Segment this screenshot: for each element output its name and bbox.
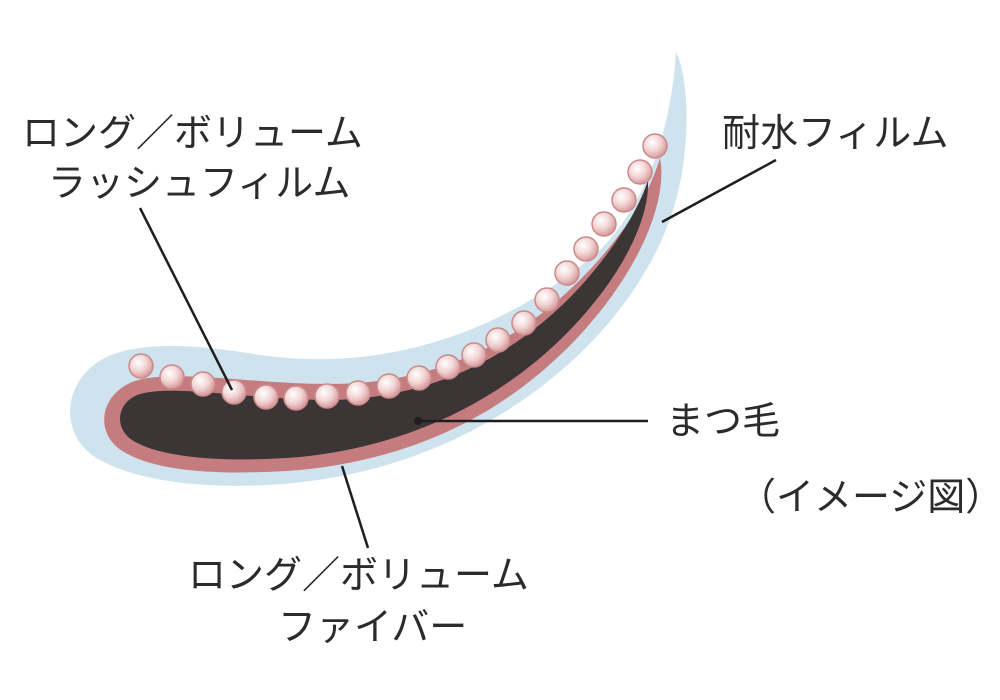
eyelash-leader-dot — [414, 417, 422, 425]
lash-film-bead — [190, 371, 216, 397]
lash-film-leader-line — [138, 207, 234, 391]
lash-film-bead — [534, 287, 560, 313]
lash-film-bead — [376, 373, 402, 399]
waterproof-film-leader-line — [661, 158, 777, 224]
lash-film-bead — [642, 133, 668, 159]
lash-film-bead — [406, 365, 432, 391]
lash-film-bead — [128, 353, 154, 379]
lash-film-bead — [591, 211, 617, 237]
eyelash-core-shape — [120, 180, 649, 460]
lash-film-bead — [159, 364, 185, 390]
lash-film-bead — [573, 236, 599, 262]
lash-film-bead — [283, 385, 309, 411]
lash-film-bead — [345, 380, 371, 406]
fiber-label-line1: ロング／ボリューム — [188, 553, 529, 597]
eyelash-label: まつ毛 — [666, 399, 780, 443]
lash-film-label-line2: ラッシュフィルム — [48, 161, 350, 205]
lash-film-bead — [627, 159, 653, 185]
lash-film-bead — [221, 379, 247, 405]
waterproof-film-label: 耐水フィルム — [722, 111, 948, 155]
lash-film-label-line1: ロング／ボリューム — [22, 111, 363, 155]
lash-film-bead — [485, 327, 511, 353]
lash-film-bead — [461, 342, 487, 368]
lash-film-bead — [314, 383, 340, 409]
lash-film-beads — [128, 133, 668, 411]
lash-film-bead — [253, 384, 279, 410]
fiber-leader-line — [340, 465, 370, 549]
lash-film-bead — [611, 187, 637, 213]
lash-film-bead — [435, 354, 461, 380]
image-note-label: （イメージ図） — [738, 475, 1000, 519]
lash-film-bead — [554, 260, 580, 286]
fiber-label-line2: ファイバー — [278, 605, 467, 649]
lash-film-bead — [511, 310, 537, 336]
